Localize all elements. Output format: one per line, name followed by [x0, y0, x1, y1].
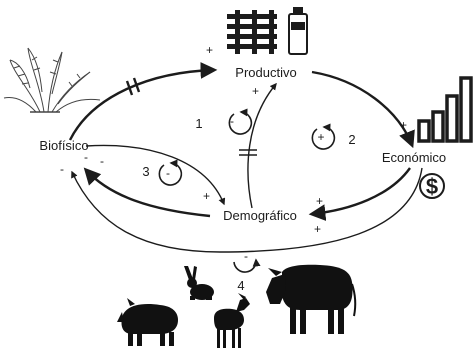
arrow-economico-demografico — [308, 167, 411, 221]
loop-2-polarity: + — [317, 130, 324, 144]
pig-icon — [117, 298, 178, 346]
node-productivo: Productivo — [235, 65, 296, 80]
node-economico: Económico — [382, 150, 446, 165]
sign-bio-to-dem: + — [203, 189, 210, 203]
loop-3-polarity: - — [166, 166, 170, 180]
arrow-demografico-biofisico — [83, 167, 211, 218]
loop-1-number: 1 — [195, 116, 202, 131]
goat-icon — [214, 293, 250, 348]
arrow-biofisico-demografico — [85, 144, 226, 206]
sign-prod-to-eco: + — [400, 118, 407, 132]
loop-4: - 4 — [233, 249, 261, 293]
arrow-demografico-productivo — [247, 82, 277, 209]
sign-bio-left-1: - — [60, 162, 64, 176]
sign-dem-to-prod: + — [252, 84, 259, 98]
loop-2: + 2 — [311, 123, 356, 150]
arrow-economico-biofisico-outer — [71, 167, 423, 253]
arrow-biofisico-productivo — [68, 62, 218, 141]
fence-icon — [227, 10, 277, 54]
node-biofisico: Biofísico — [39, 138, 88, 153]
bar-chart-icon — [417, 76, 473, 143]
delay-mark-dem-prod — [239, 149, 257, 156]
dollar-sign: $ — [426, 174, 438, 199]
delay-mark-bio-prod — [125, 77, 141, 96]
cow-icon — [266, 264, 357, 334]
node-demografico: Demográfico — [223, 208, 297, 223]
loop-3: - 3 — [142, 159, 183, 186]
loop-2-number: 2 — [348, 132, 355, 147]
bottle-icon — [288, 7, 308, 55]
plant-icon — [3, 47, 101, 113]
loop-4-number: 4 — [237, 278, 244, 293]
rabbit-icon — [184, 266, 214, 300]
loop-1-polarity: - — [230, 114, 234, 128]
sign-bio-to-prod: + — [206, 43, 213, 57]
sign-eco-to-bio-outer: + — [314, 222, 321, 236]
loop-4-polarity: - — [244, 249, 248, 263]
dollar-icon: $ — [419, 173, 445, 199]
sign-eco-to-dem: + — [316, 194, 323, 208]
loop-3-number: 3 — [142, 164, 149, 179]
sign-dem-to-bio: - — [100, 154, 104, 168]
arrow-productivo-economico — [311, 70, 415, 149]
sign-bio-left-2: - — [84, 150, 88, 164]
loop-1: - 1 — [195, 108, 253, 135]
